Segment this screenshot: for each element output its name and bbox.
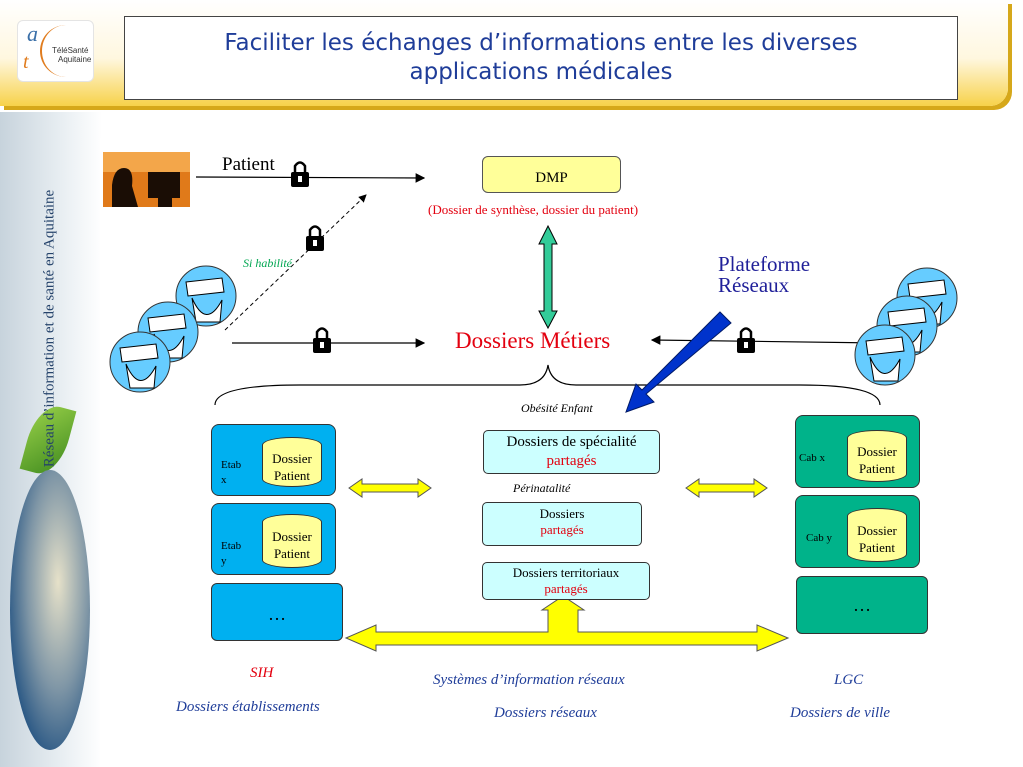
ellipsis: … — [268, 604, 286, 624]
plateforme-reseaux-label: Plateforme Réseaux — [718, 254, 810, 296]
sih-label: SIH — [250, 665, 274, 681]
etab-label: Etab y — [221, 539, 241, 569]
doctor-icon — [854, 324, 916, 386]
dmp-caption: (Dossier de synthèse, dossier du patient… — [428, 202, 639, 217]
center-box-specialite: Dossiers de spécialité partagés — [483, 430, 660, 474]
plateforme-line1: Plateforme — [718, 252, 811, 276]
plateforme-blue-arrow — [625, 311, 732, 413]
cab-x-box: Cab x Dossier Patient — [795, 415, 920, 488]
center-box-line2: partagés — [540, 522, 584, 537]
reseaux-label: Systèmes d’information réseaux — [433, 672, 625, 688]
cab-to-metiers-arrow — [650, 335, 881, 345]
cyl-line2: Patient — [858, 461, 896, 476]
dossiers-metiers-label: Dossiers Métiers — [455, 328, 611, 353]
cyl-line1: Dossier — [857, 444, 897, 459]
etab-label-line1: Etab — [221, 540, 242, 552]
title-box: Faciliter les échanges d’informations en… — [124, 16, 958, 100]
dossier-patient-cylinder: Dossier Patient — [847, 430, 907, 482]
logo-text-line1: TéléSanté — [52, 46, 89, 55]
center-box-line2: partagés — [544, 581, 588, 596]
dossier-patient-cylinder: Dossier Patient — [262, 514, 322, 568]
etab-label: Etab x — [221, 458, 241, 488]
cab-label: Cab y — [806, 532, 832, 544]
doctor-icon — [109, 331, 171, 393]
habilite-dashed-arrow — [224, 194, 367, 331]
center-box-territoriaux: Dossiers territoriaux partagés — [482, 562, 650, 600]
cyl-line1: Dossier — [272, 451, 312, 466]
page-title: Faciliter les échanges d’informations en… — [224, 30, 858, 85]
center-box-line1: Dossiers de spécialité — [506, 434, 637, 450]
padlock-icon — [291, 161, 309, 187]
center-box-perinatalite: Dossiers partagés — [482, 502, 642, 546]
dossier-patient-cylinder: Dossier Patient — [262, 437, 322, 487]
cyl-line1: Dossier — [272, 529, 312, 544]
reseaux-sub-label: Dossiers réseaux — [494, 705, 597, 721]
cyl-line2: Patient — [273, 468, 311, 483]
brace — [214, 364, 881, 406]
logo-letter-t: t — [23, 51, 29, 73]
logo-curve-icon — [40, 25, 92, 77]
etab-label-line2: x — [221, 474, 227, 486]
logo-letter-a: a — [27, 21, 38, 46]
dmp-label: DMP — [535, 170, 568, 186]
sih-sub-label: Dossiers établissements — [176, 699, 320, 715]
center-box-line1: Dossiers territoriaux — [512, 565, 620, 580]
dossier-patient-cylinder: Dossier Patient — [847, 508, 907, 562]
cyl-line2: Patient — [858, 540, 896, 555]
dmp-box: DMP — [482, 156, 621, 193]
ellipsis: … — [853, 595, 871, 615]
etab-more-box: … — [211, 583, 343, 641]
center-box-line2: partagés — [546, 453, 597, 469]
telesante-logo: a t TéléSanté Aquitaine — [17, 20, 94, 82]
left-yellow-arrow — [348, 478, 432, 498]
cab-label: Cab x — [799, 452, 825, 464]
padlock-icon — [313, 327, 331, 353]
patient-label: Patient — [222, 154, 275, 175]
etab-label-line2: y — [221, 555, 227, 567]
etab-x-box: Etab x Dossier Patient — [211, 424, 336, 496]
lgc-sub-label: Dossiers de ville — [790, 705, 890, 721]
patient-to-dmp-arrow — [195, 173, 426, 183]
logo-text-line2: Aquitaine — [58, 55, 92, 64]
patient-photo — [103, 152, 190, 207]
padlock-icon — [737, 327, 755, 353]
doctor-icon — [175, 265, 237, 327]
etab-y-box: Etab y Dossier Patient — [211, 503, 336, 575]
cab-more-box: … — [796, 576, 928, 634]
perinatalite-label: Périnatalité — [513, 481, 571, 495]
plateforme-line2: Réseaux — [718, 273, 790, 297]
globe-image — [10, 470, 90, 750]
cyl-line1: Dossier — [857, 523, 897, 538]
dmp-metiers-double-arrow — [538, 224, 558, 330]
lgc-label: LGC — [834, 672, 864, 688]
obesite-label: Obésité Enfant — [521, 401, 593, 415]
center-box-line1: Dossiers — [539, 506, 585, 521]
si-habilite-label: Si habilité — [243, 256, 292, 270]
etab-label-line1: Etab — [221, 459, 242, 471]
logo-text: TéléSanté Aquitaine — [52, 46, 91, 64]
cab-y-box: Cab y Dossier Patient — [795, 495, 920, 568]
right-yellow-arrow — [685, 478, 768, 498]
cyl-line2: Patient — [273, 546, 311, 561]
padlock-icon — [306, 225, 324, 251]
bottom-yellow-arrow — [344, 595, 790, 652]
